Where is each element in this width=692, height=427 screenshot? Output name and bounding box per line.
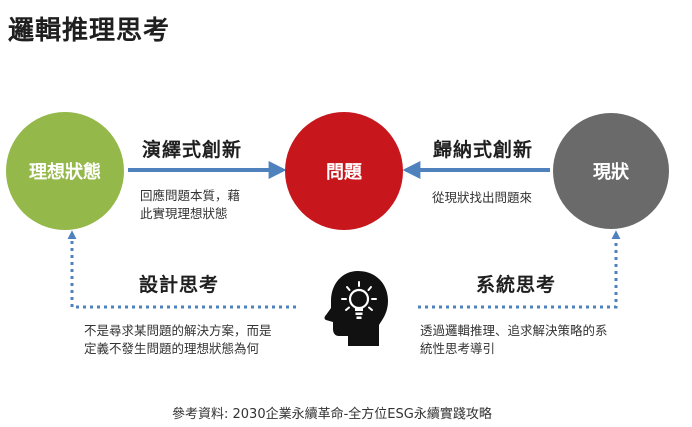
reference-credit: 參考資料: 2030企業永續革命-全方位ESG永續實踐攻略 [172, 407, 492, 422]
design-thinking-desc-line2: 定義不發生問題的理想狀態為何 [84, 341, 260, 356]
node-ideal-state-label: 理想狀態 [29, 162, 101, 183]
page-title: 邏輯推理思考 [8, 16, 171, 46]
node-problem: 問題 [285, 112, 403, 230]
node-current-state: 現狀 [553, 113, 669, 229]
node-problem-label: 問題 [326, 162, 362, 183]
design-thinking-desc-line1: 不是尋求某問題的解決方案，而是 [84, 323, 272, 338]
deductive-desc-line2: 此實現理想狀態 [140, 206, 228, 221]
systems-thinking-dotted-arrow [418, 230, 621, 309]
systems-thinking-title: 系統思考 [476, 274, 557, 296]
node-ideal-state: 理想狀態 [6, 112, 124, 230]
head-lightbulb-icon [324, 271, 388, 346]
deductive-desc-line1: 回應問題本質，藉 [140, 188, 241, 203]
design-thinking-desc: 不是尋求某問題的解決方案，而是 定義不發生問題的理想狀態為何 [84, 322, 272, 358]
node-current-state-label: 現狀 [593, 162, 629, 183]
systems-thinking-desc-line1: 透過邏輯推理、追求解決策略的系 [420, 323, 608, 338]
inductive-title: 歸納式創新 [433, 139, 534, 161]
deductive-desc: 回應問題本質，藉 此實現理想狀態 [140, 187, 240, 223]
design-thinking-dotted-arrow [67, 230, 296, 309]
design-thinking-title: 設計思考 [139, 274, 220, 296]
inductive-desc: 從現狀找出問題來 [432, 190, 533, 205]
systems-thinking-desc: 透過邏輯推理、追求解決策略的系 統性思考導引 [420, 322, 608, 358]
deductive-title: 演繹式創新 [142, 139, 243, 161]
systems-thinking-desc-line2: 統性思考導引 [420, 341, 496, 356]
